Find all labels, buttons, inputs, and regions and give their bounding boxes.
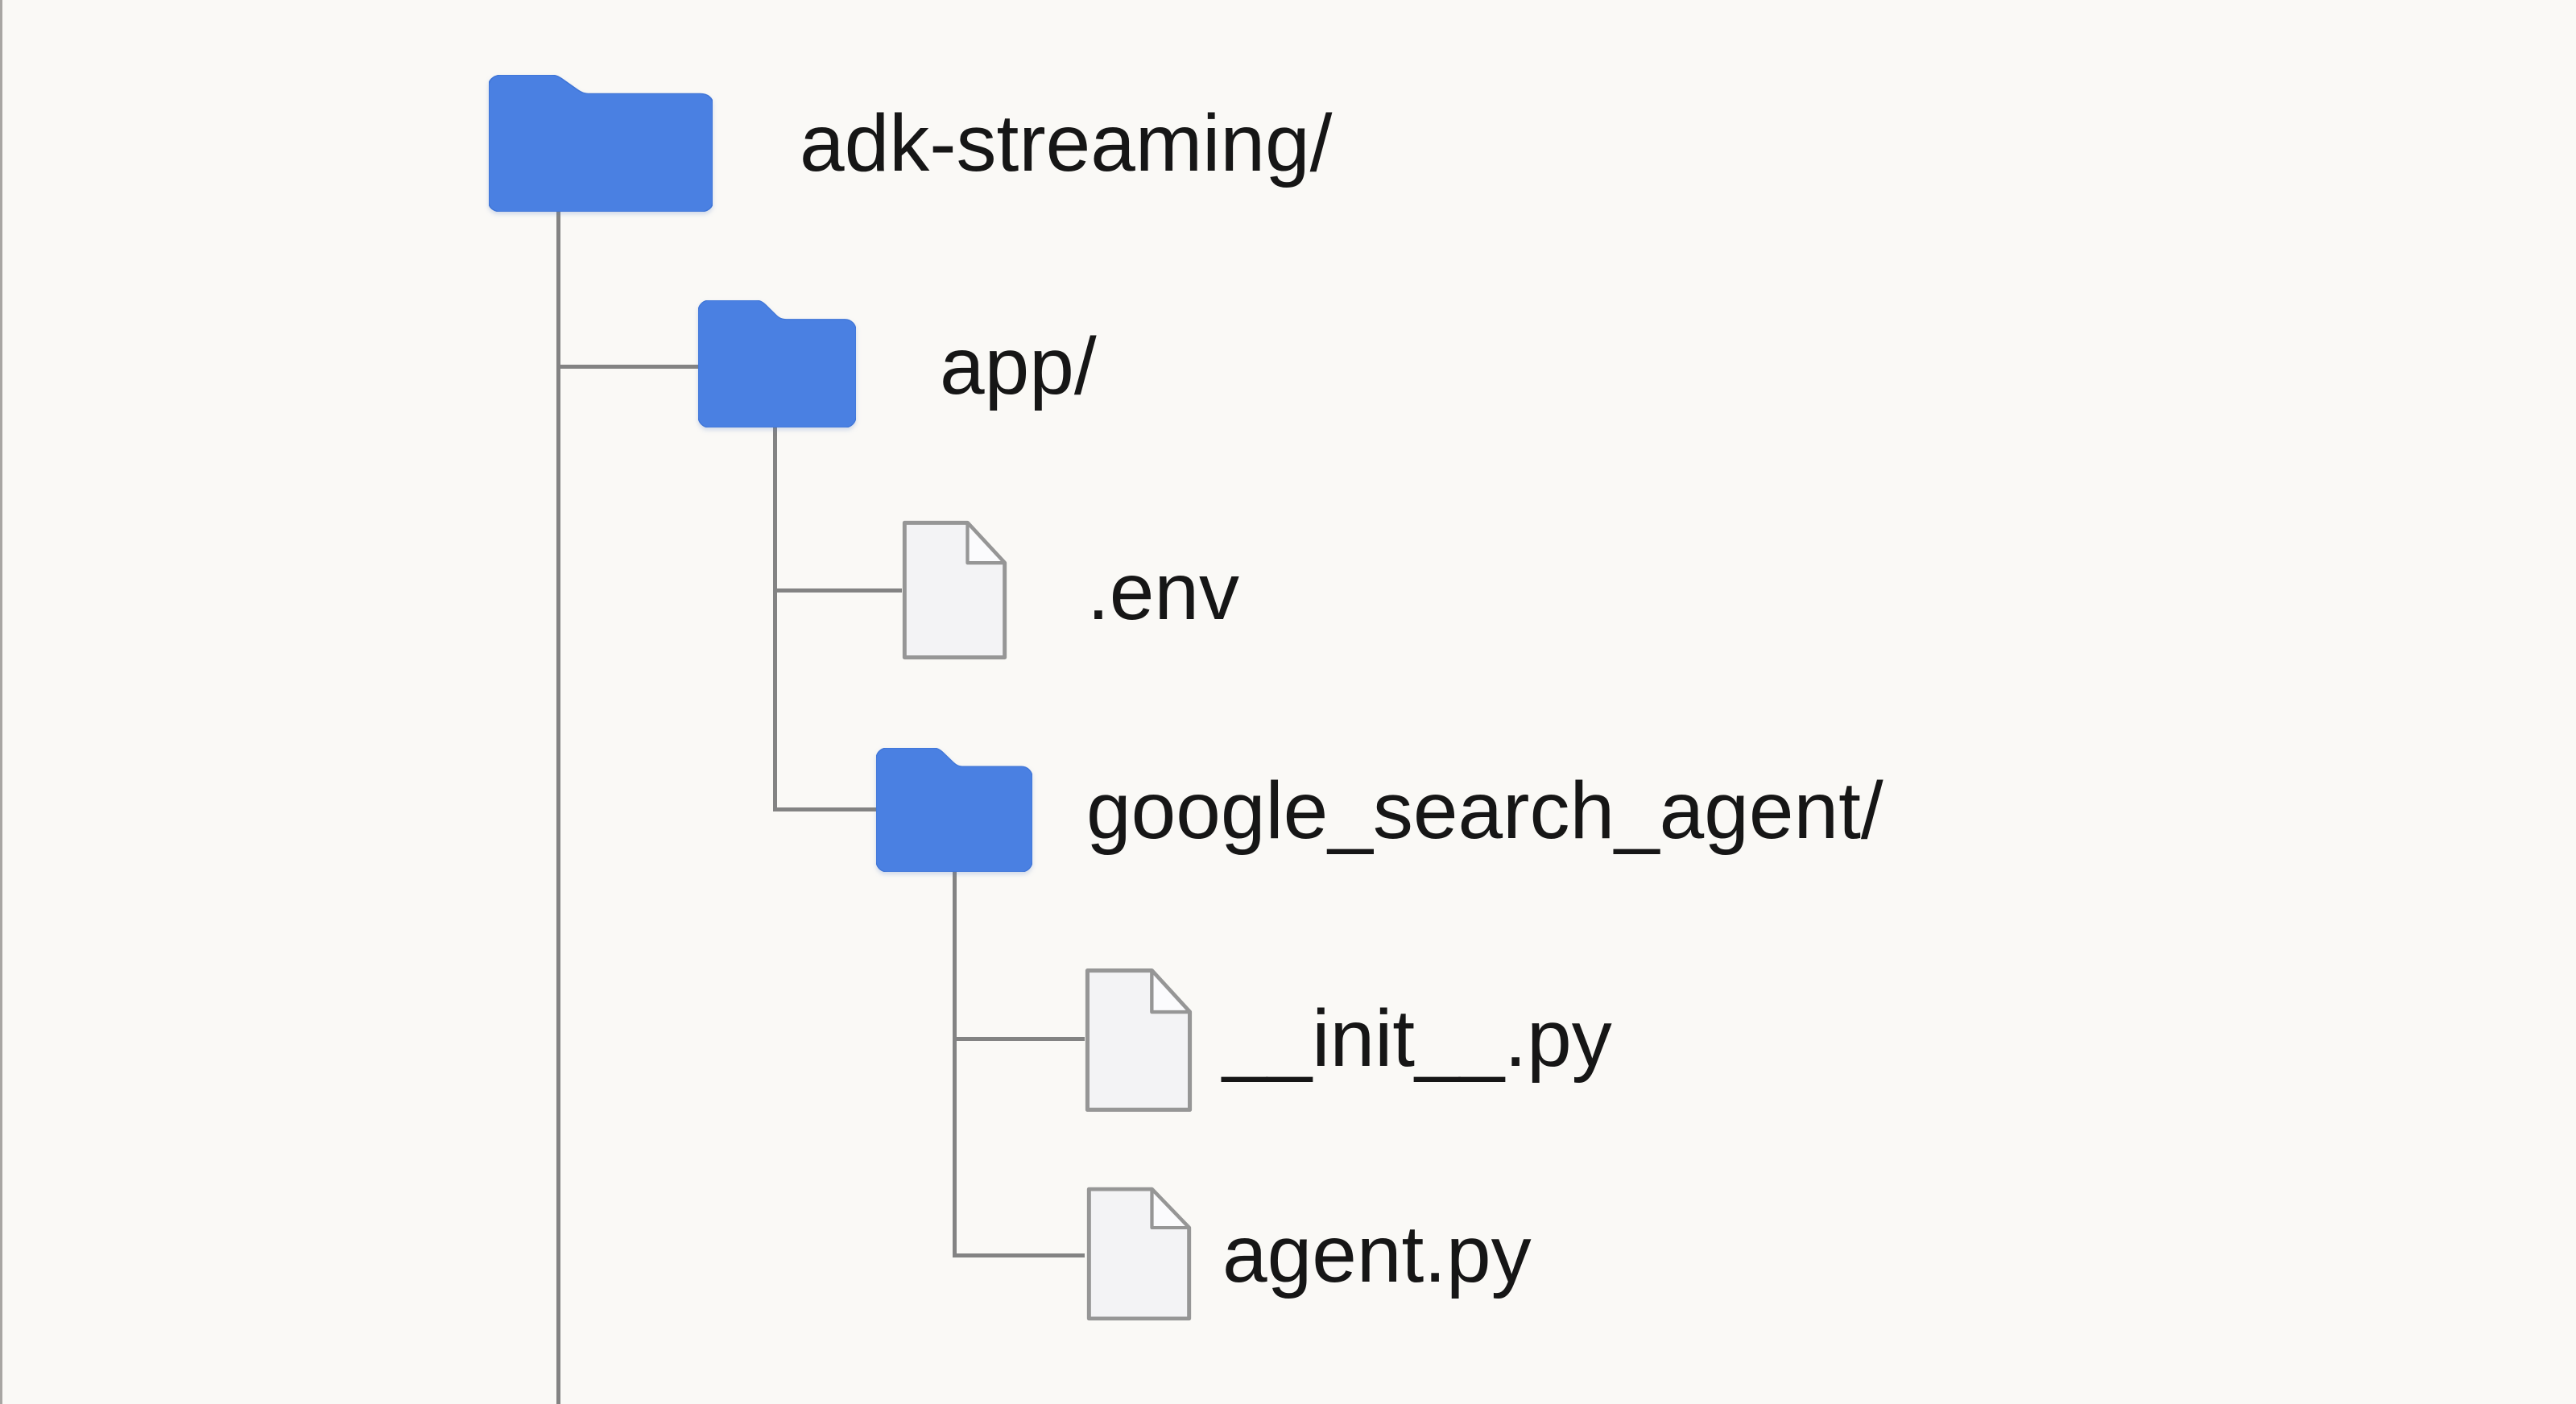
node-label-app: app/ bbox=[940, 321, 1097, 411]
node-label-adk-streaming: adk-streaming/ bbox=[800, 98, 1333, 188]
folder-icon bbox=[698, 300, 856, 427]
file-icon bbox=[1085, 1185, 1193, 1323]
tree-connector-app-trunk bbox=[773, 425, 777, 811]
node-label-google-search-agent: google_search_agent/ bbox=[1086, 766, 1883, 856]
tree-connector-env-branch bbox=[773, 588, 902, 593]
folder-icon bbox=[876, 748, 1032, 872]
left-edge-border bbox=[0, 0, 2, 1404]
tree-connector-gsa-branch bbox=[773, 807, 878, 811]
tree-connector-root-trunk bbox=[556, 208, 560, 1404]
file-icon bbox=[1083, 966, 1194, 1114]
folder-icon bbox=[489, 75, 713, 212]
tree-connector-gsa-trunk bbox=[953, 869, 957, 1257]
tree-connector-init-branch bbox=[953, 1037, 1085, 1041]
node-label-agent-py: agent.py bbox=[1222, 1209, 1532, 1299]
node-label-init-py: __init__.py bbox=[1222, 993, 1612, 1084]
tree-connector-app-branch bbox=[556, 365, 700, 369]
node-label-env: .env bbox=[1087, 547, 1240, 637]
tree-connector-agent-branch bbox=[953, 1253, 1085, 1257]
file-icon bbox=[900, 518, 1009, 662]
